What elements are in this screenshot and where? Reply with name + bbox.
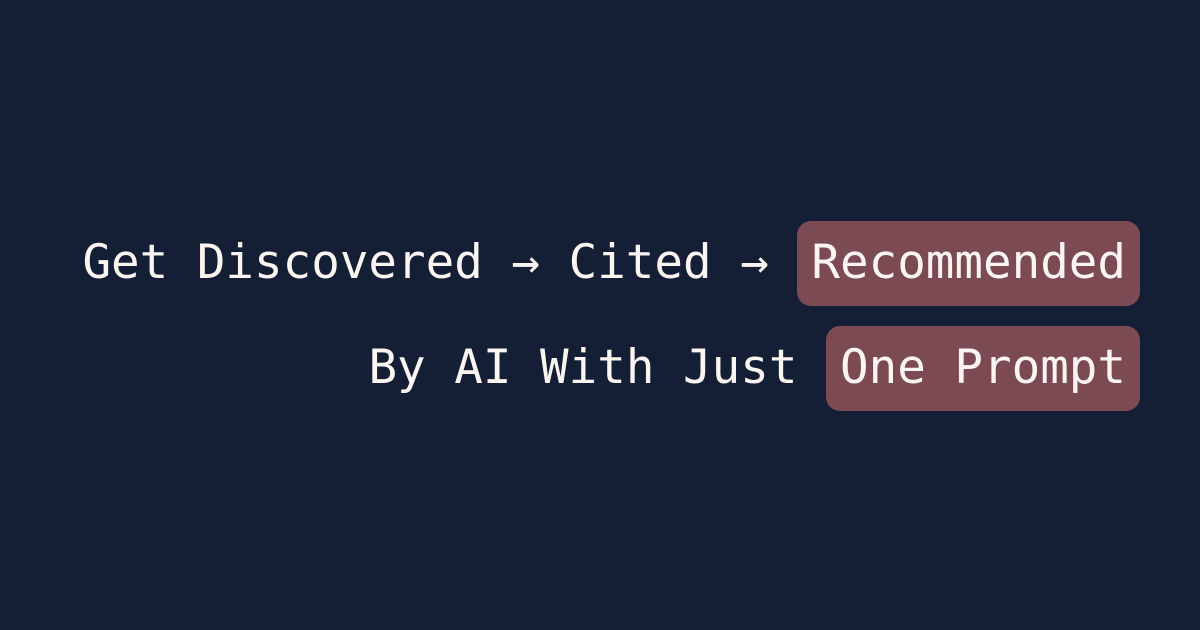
badge-one-prompt: One Prompt [826,326,1140,411]
headline-line-2: By AI With Just One Prompt [32,320,1140,415]
headline-line-1: Get Discovered → Cited → Recommended [32,215,1140,310]
arrow-right-icon: → [511,235,541,290]
headline-line1-segment2: Cited [540,235,741,290]
headline: Get Discovered → Cited → Recommended By … [32,215,1140,415]
arrow-right-icon: → [740,235,769,290]
headline-line1-spacer [769,235,798,290]
headline-line1-segment1: Get Discovered [82,235,512,290]
badge-recommended: Recommended [797,221,1140,306]
headline-line2-segment1: By AI With Just [368,340,827,395]
